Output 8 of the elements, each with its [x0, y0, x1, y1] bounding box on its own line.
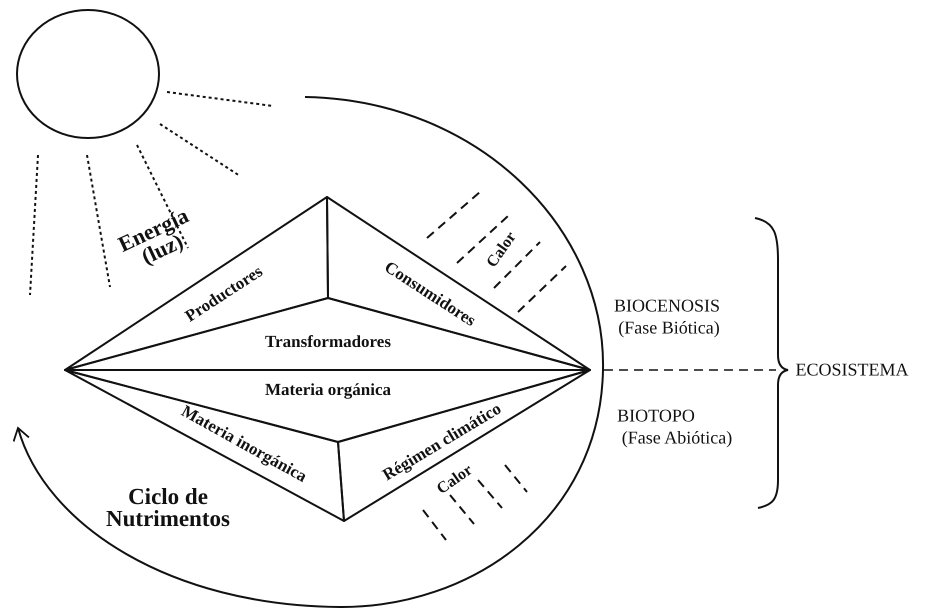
facet-label: Materia orgánica	[264, 380, 392, 400]
phase-label: (Fase Abiótica)	[622, 428, 732, 448]
ecosystem-label: ECOSISTEMA	[796, 360, 908, 380]
biocenosis-label: BIOCENOSIS	[614, 296, 720, 316]
phase-label: (Fase Biótica)	[618, 318, 720, 338]
cycle-label: Ciclo de Nutrimentos	[105, 486, 231, 530]
biotope-label: BIOTOPO	[617, 406, 695, 426]
facet-label: Transformadores	[265, 332, 391, 352]
